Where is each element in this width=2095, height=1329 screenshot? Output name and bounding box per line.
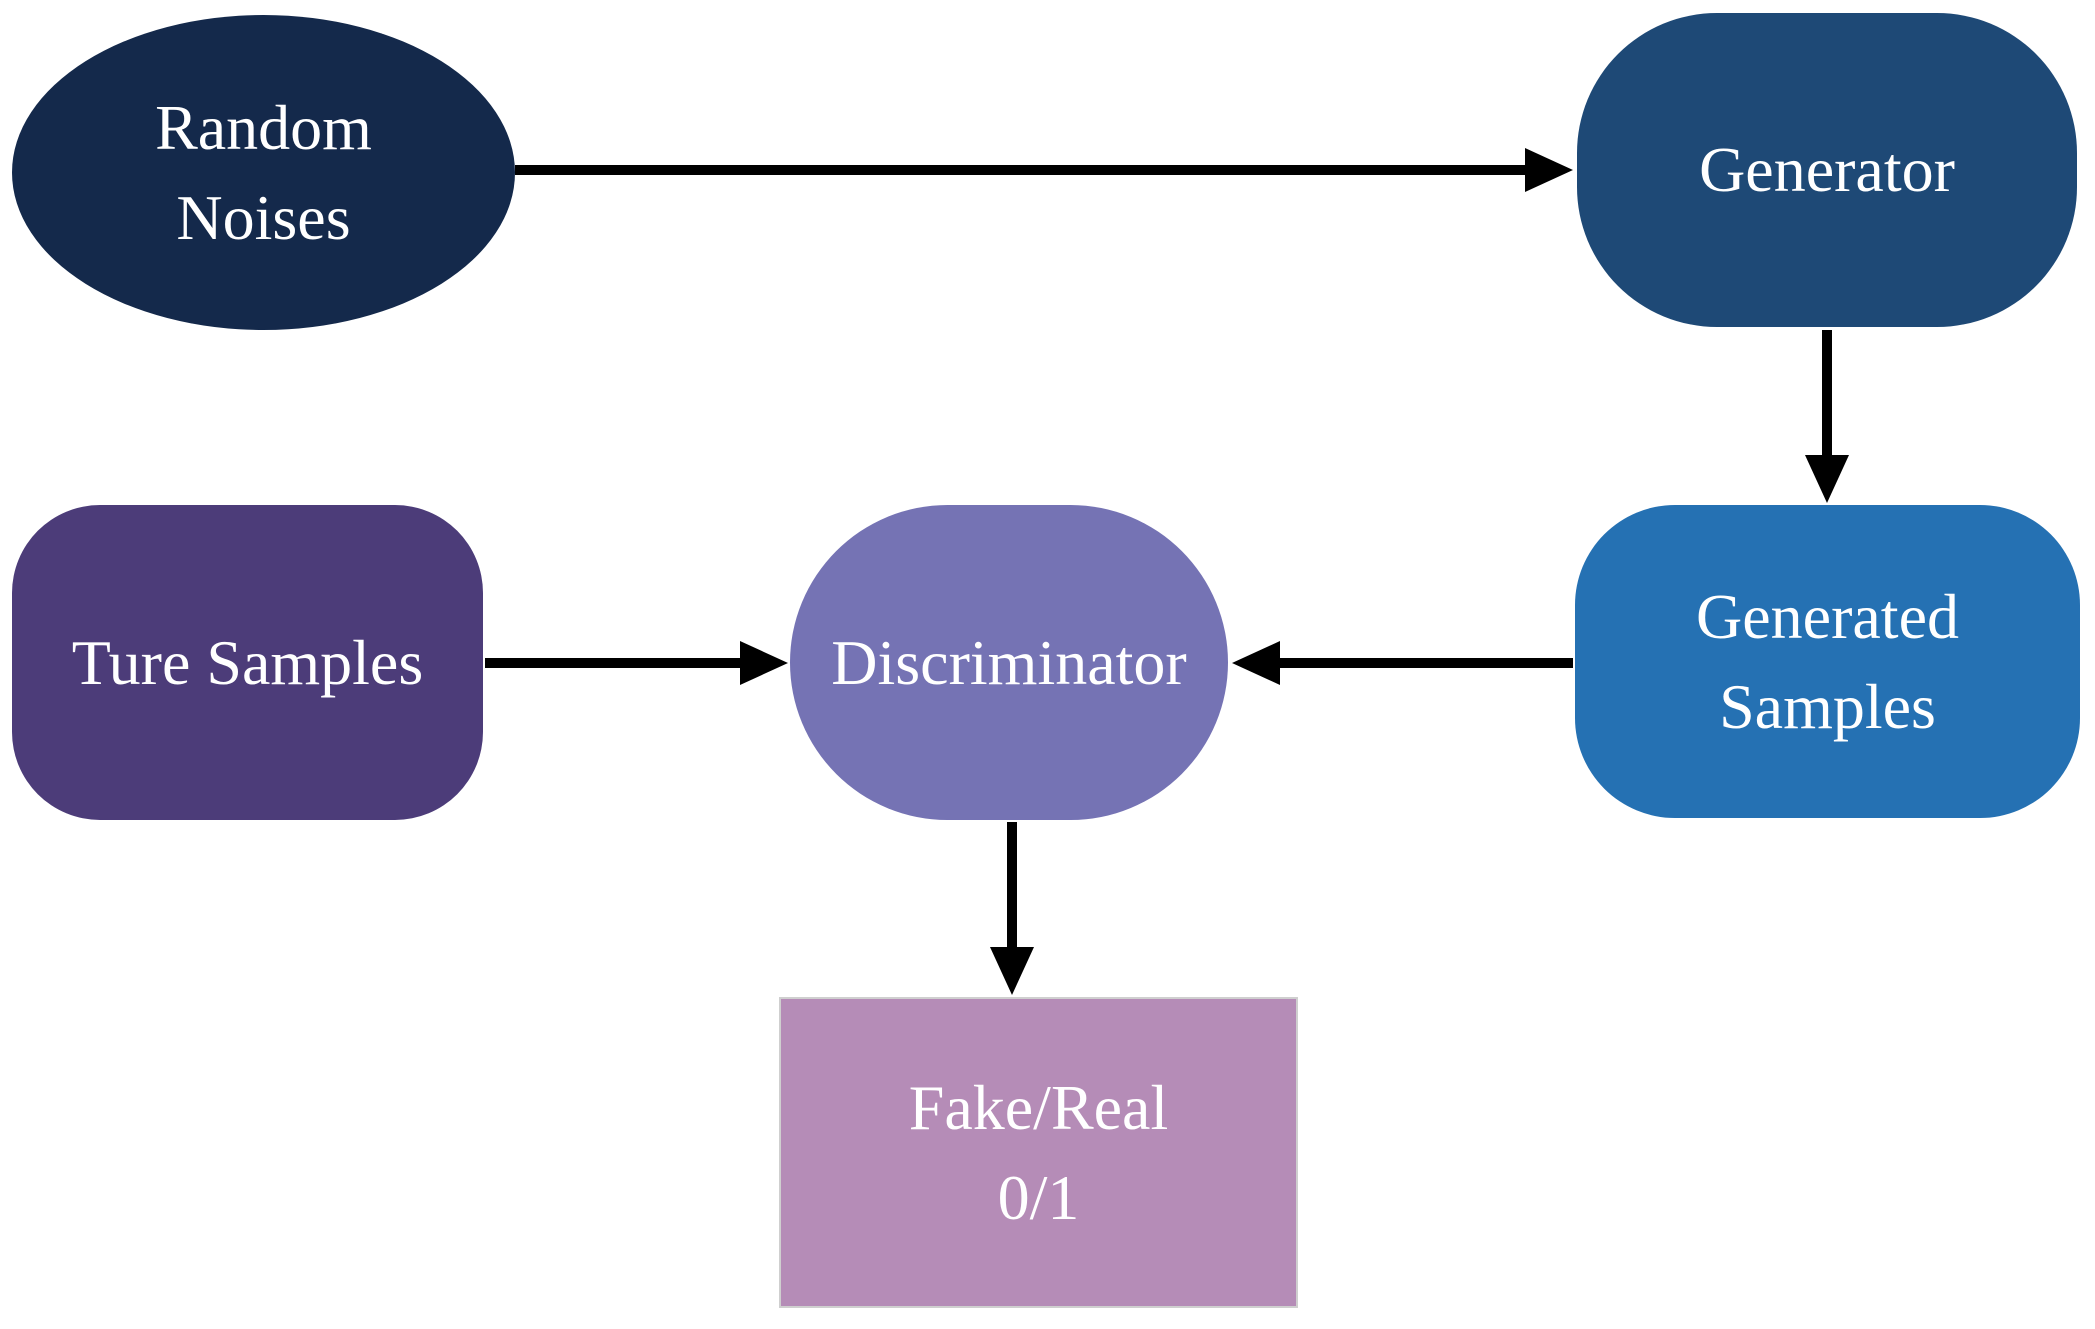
node-generated-samples-label: Generated Samples	[1696, 580, 1959, 742]
node-generator: Generator	[1577, 13, 2077, 327]
node-random-noises: Random Noises	[12, 15, 515, 330]
node-ture-samples: Ture Samples	[12, 505, 483, 820]
arrow-discriminator-to-fake-real-head	[990, 947, 1034, 995]
node-fake-real-output: Fake/Real 0/1	[779, 997, 1298, 1308]
arrow-ture-samples-to-discriminator-head	[740, 641, 788, 685]
node-generator-label: Generator	[1699, 134, 1955, 206]
node-discriminator-label: Discriminator	[831, 626, 1187, 698]
node-ture-samples-label: Ture Samples	[71, 626, 424, 698]
node-discriminator: Discriminator	[790, 505, 1228, 820]
arrow-generator-to-generated-samples-head	[1805, 455, 1849, 503]
node-generated-samples: Generated Samples	[1575, 505, 2080, 818]
arrow-random-noises-to-generator-head	[1525, 148, 1573, 192]
arrow-generated-samples-to-discriminator-head	[1232, 641, 1280, 685]
node-random-noises-label: Random Noises	[155, 91, 372, 253]
node-fake-real-output-label: Fake/Real 0/1	[908, 1071, 1169, 1233]
